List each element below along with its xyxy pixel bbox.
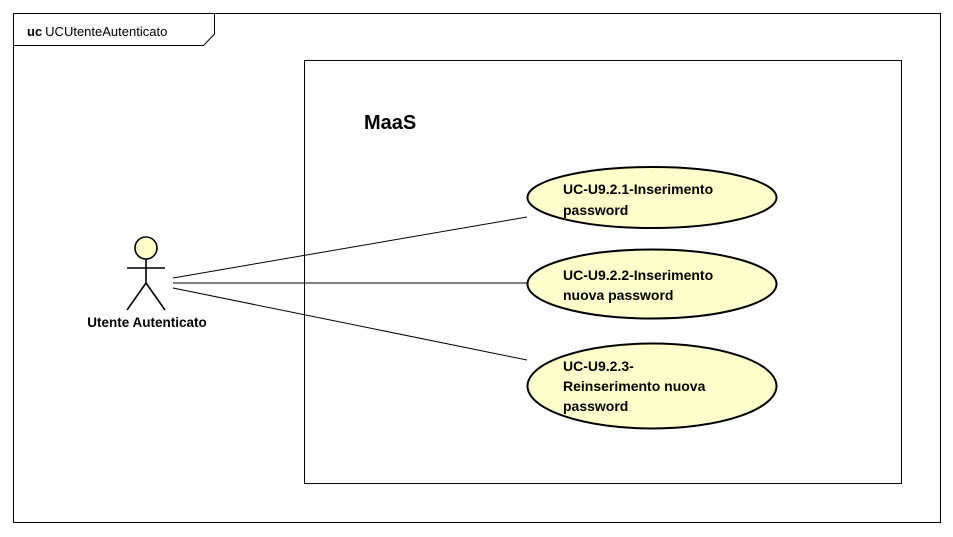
use-case-ellipse <box>526 248 778 320</box>
actor-label: Utente Autenticato <box>87 315 207 330</box>
use-case-label: UC-U9.2.1-Inserimento password <box>563 181 717 218</box>
association-line <box>172 216 528 279</box>
use-case-1[interactable]: UC-U9.2.1-Inserimento password <box>526 166 778 229</box>
use-case-line: UC-U9.2.2-Inserimento <box>563 267 713 283</box>
use-case-ellipse <box>526 342 778 430</box>
association-line <box>172 287 528 361</box>
use-case-line: password <box>563 398 628 414</box>
use-case-2[interactable]: UC-U9.2.2-Inserimento nuova password <box>526 248 778 320</box>
system-name: MaaS <box>364 112 416 134</box>
use-case-ellipse <box>526 166 778 229</box>
use-case-3[interactable]: UC-U9.2.3- Reinserimento nuova password <box>526 342 778 430</box>
use-case-line: nuova password <box>563 287 673 303</box>
actor-right-leg <box>145 282 166 311</box>
actor[interactable]: Utente Autenticato <box>87 236 207 330</box>
actor-head <box>134 236 158 260</box>
use-case-label: UC-U9.2.3- Reinserimento nuova password <box>563 358 709 414</box>
use-case-line: UC-U9.2.1-Inserimento <box>563 181 713 197</box>
use-case-label: UC-U9.2.2-Inserimento nuova password <box>563 267 717 303</box>
use-case-line: password <box>563 202 628 218</box>
use-case-line: UC-U9.2.3- <box>563 358 634 374</box>
use-case-line: Reinserimento nuova <box>563 378 706 394</box>
frame-name: UCUtenteAutenticato <box>45 24 167 39</box>
frame-tab <box>13 13 215 46</box>
actor-left-leg <box>126 282 147 311</box>
frame-keyword: uc <box>27 24 42 39</box>
